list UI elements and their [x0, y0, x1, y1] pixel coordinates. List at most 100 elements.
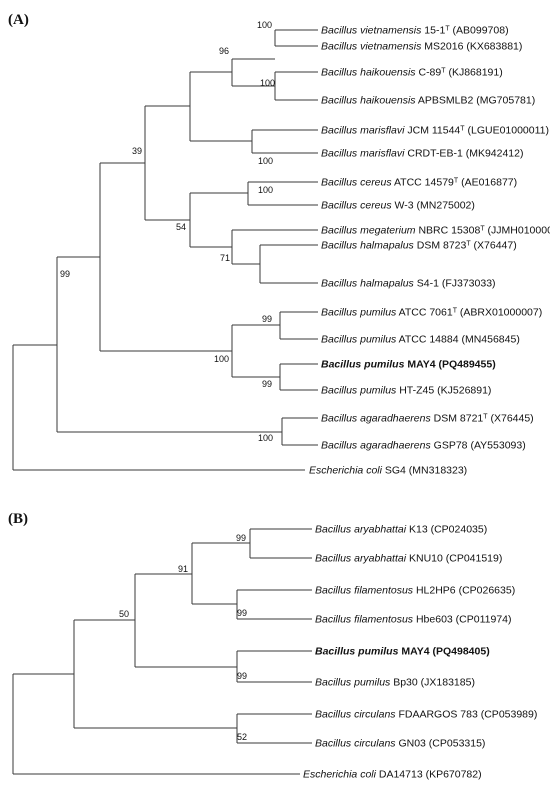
bootstrap-value: 100 [258, 185, 273, 195]
taxon-label: Bacillus vietnamensis 15-1T (AB099708) [321, 25, 509, 37]
branch [99, 162, 232, 352]
branch [236, 589, 312, 620]
type-strain-marker: T [480, 225, 485, 232]
species-name: Bacillus halmapalus [321, 278, 415, 290]
branch [251, 129, 318, 154]
bootstrap-value: 100 [257, 20, 272, 30]
accession-number: (PQ498405) [430, 646, 490, 658]
accession-number: (JX183185) [418, 677, 475, 689]
species-name: Bacillus pumilus [321, 385, 397, 397]
strain-name: ATCC 7061 [396, 307, 453, 319]
strain-name: APBSMLB2 [416, 95, 474, 107]
branch [279, 311, 318, 340]
taxon-label: Bacillus cereus W-3 (MN275002) [321, 200, 475, 212]
strain-name: Bp30 [390, 677, 418, 689]
taxon-label: Escherichia coli DA14713 (KP670782) [303, 769, 482, 781]
panel-b-leaves: Bacillus aryabhattai K13 (CP024035)Bacil… [303, 524, 537, 781]
accession-number: (MN318323) [406, 465, 467, 477]
branch [274, 71, 318, 101]
strain-name: K13 [406, 524, 428, 536]
branch [12, 673, 300, 775]
bootstrap-value: 99 [262, 314, 272, 324]
species-name: Escherichia coli [309, 465, 383, 477]
accession-number: (PQ489455) [436, 359, 496, 371]
taxon-label: Bacillus pumilus Bp30 (JX183185) [315, 677, 475, 689]
strain-name: ATCC 14884 [396, 334, 458, 346]
strain-name: C-89 [416, 67, 442, 79]
species-name: Bacillus marisflavi [321, 148, 405, 160]
accession-number: (X76445) [488, 413, 534, 425]
taxon-label: Bacillus pumilus HT-Z45 (KJ526891) [321, 385, 491, 397]
accession-number: (MK942412) [463, 148, 524, 160]
accession-number: (ABRX01000007) [457, 307, 542, 319]
strain-name: SG4 [382, 465, 406, 477]
accession-number: (X76447) [471, 240, 517, 252]
panel-a-label: (A) [8, 12, 29, 28]
taxon-label: Bacillus cereus ATCC 14579T (AE016877) [321, 177, 517, 189]
species-name: Bacillus vietnamensis [321, 25, 422, 37]
taxon-label: Bacillus aryabhattai KNU10 (CP041519) [315, 553, 502, 565]
strain-name: DSM 8721 [431, 413, 484, 425]
strain-name: Hbe603 [413, 614, 453, 626]
species-name: Bacillus filamentosus [315, 585, 414, 597]
taxon-label: Bacillus circulans GN03 (CP053315) [315, 738, 485, 750]
strain-name: GSP78 [431, 440, 468, 452]
panel-a-bootstrap: 100 96 100 100 39 100 54 71 99 99 100 99… [60, 20, 275, 443]
strain-name: CRDT-EB-1 [404, 148, 463, 160]
accession-number: (KX683881) [463, 41, 522, 53]
species-name: Bacillus pumilus [315, 677, 391, 689]
type-strain-marker: T [483, 413, 488, 420]
bootstrap-value: 100 [260, 78, 275, 88]
taxon-label: Bacillus megaterium NBRC 15308T (JJMH010… [321, 225, 550, 237]
taxon-label: Bacillus vietnamensis MS2016 (KX683881) [321, 41, 522, 53]
species-name: Bacillus cereus [321, 200, 392, 212]
type-strain-marker: T [441, 67, 446, 74]
species-name: Bacillus marisflavi [321, 125, 405, 137]
taxon-label: Bacillus halmapalus S4-1 (FJ373033) [321, 278, 496, 290]
branch [236, 713, 312, 744]
branch [231, 324, 280, 378]
strain-name: DSM 8723 [414, 240, 467, 252]
panel-b-label: (B) [8, 511, 28, 527]
taxon-label: Escherichia coli SG4 (MN318323) [309, 465, 467, 477]
species-name: Bacillus cereus [321, 177, 392, 189]
branch [12, 344, 305, 471]
accession-number: (AE016877) [458, 177, 517, 189]
strain-name: GN03 [396, 738, 427, 750]
bootstrap-value: 52 [237, 732, 247, 742]
branch [56, 256, 282, 433]
species-name: Bacillus aryabhattai [315, 553, 407, 565]
species-name: Bacillus pumilus [321, 307, 397, 319]
strain-name: DA14713 [376, 769, 423, 781]
bootstrap-value: 39 [132, 146, 142, 156]
strain-name: JCM 11544 [404, 125, 460, 137]
branch [144, 105, 190, 221]
bootstrap-value: 99 [236, 533, 246, 543]
strain-name: 15-1 [421, 25, 445, 37]
type-strain-marker: T [454, 177, 459, 184]
species-name: Bacillus halmapalus [321, 240, 415, 252]
taxon-label: Bacillus marisflavi JCM 11544T (LGUE0100… [321, 125, 549, 137]
accession-number: (AY553093) [468, 440, 526, 452]
species-name: Bacillus filamentosus [315, 614, 414, 626]
branch [191, 542, 250, 605]
strain-name: S4-1 [414, 278, 439, 290]
taxon-label: Bacillus filamentosus HL2HP6 (CP026635) [315, 585, 515, 597]
strain-name: KNU10 [406, 553, 443, 565]
accession-number: (KP670782) [423, 769, 482, 781]
branch [231, 229, 318, 265]
bootstrap-value: 50 [119, 609, 129, 619]
taxon-label: Bacillus filamentosus Hbe603 (CP011974) [315, 614, 512, 626]
accession-number: (CP011974) [453, 614, 512, 626]
accession-number: (KJ868191) [446, 67, 503, 79]
type-strain-marker: T [445, 25, 450, 32]
bootstrap-value: 100 [214, 354, 229, 364]
branch [249, 528, 312, 559]
accession-number: (CP053315) [426, 738, 486, 750]
strain-name: W-3 [392, 200, 414, 212]
taxon-label: Bacillus haikouensis APBSMLB2 (MG705781) [321, 95, 535, 107]
branch [73, 619, 237, 729]
accession-number: (CP041519) [443, 553, 503, 565]
strain-name: NBRC 15308 [416, 225, 481, 237]
